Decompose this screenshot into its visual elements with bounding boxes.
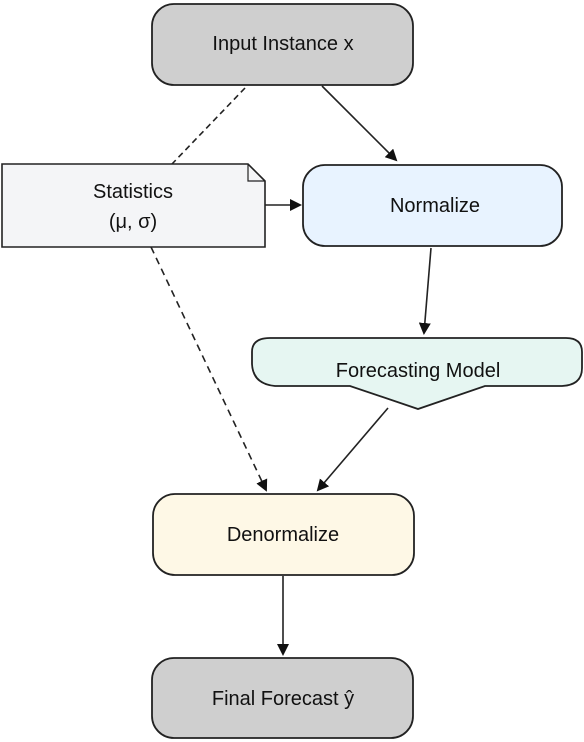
node-statistics-label-line2: (μ, σ) <box>109 211 157 233</box>
note-fold-icon <box>247 164 265 182</box>
edge-statistics-to-denormalize <box>150 246 268 492</box>
node-final: Final Forecast ŷ <box>151 657 414 739</box>
node-model: Forecasting Model <box>251 337 583 410</box>
edge-model-to-denormalize <box>316 407 389 492</box>
node-normalize-shape <box>302 164 563 247</box>
node-denormalize: Denormalize <box>152 493 415 576</box>
node-model-label: Forecasting Model <box>336 360 501 382</box>
node-denormalize-shape <box>152 493 415 576</box>
node-denormalize-label: Denormalize <box>227 524 339 546</box>
node-input-shape <box>151 3 414 86</box>
edge-input-to-normalize <box>321 85 398 162</box>
node-statistics-shape <box>1 163 266 248</box>
node-final-label: Final Forecast ŷ <box>212 688 354 710</box>
node-normalize: Normalize <box>302 164 563 247</box>
node-statistics: Statistics (μ, σ) <box>1 163 266 248</box>
node-final-shape <box>151 657 414 739</box>
edge-normalize-to-model <box>418 247 432 335</box>
node-statistics-label-line1: Statistics <box>93 181 173 203</box>
edges <box>150 85 432 656</box>
node-model-shape <box>251 337 583 410</box>
node-input-label: Input Instance x <box>212 33 353 55</box>
edge-input-to-statistics <box>171 87 246 165</box>
node-normalize-label: Normalize <box>390 195 480 217</box>
node-input: Input Instance x <box>151 3 414 86</box>
